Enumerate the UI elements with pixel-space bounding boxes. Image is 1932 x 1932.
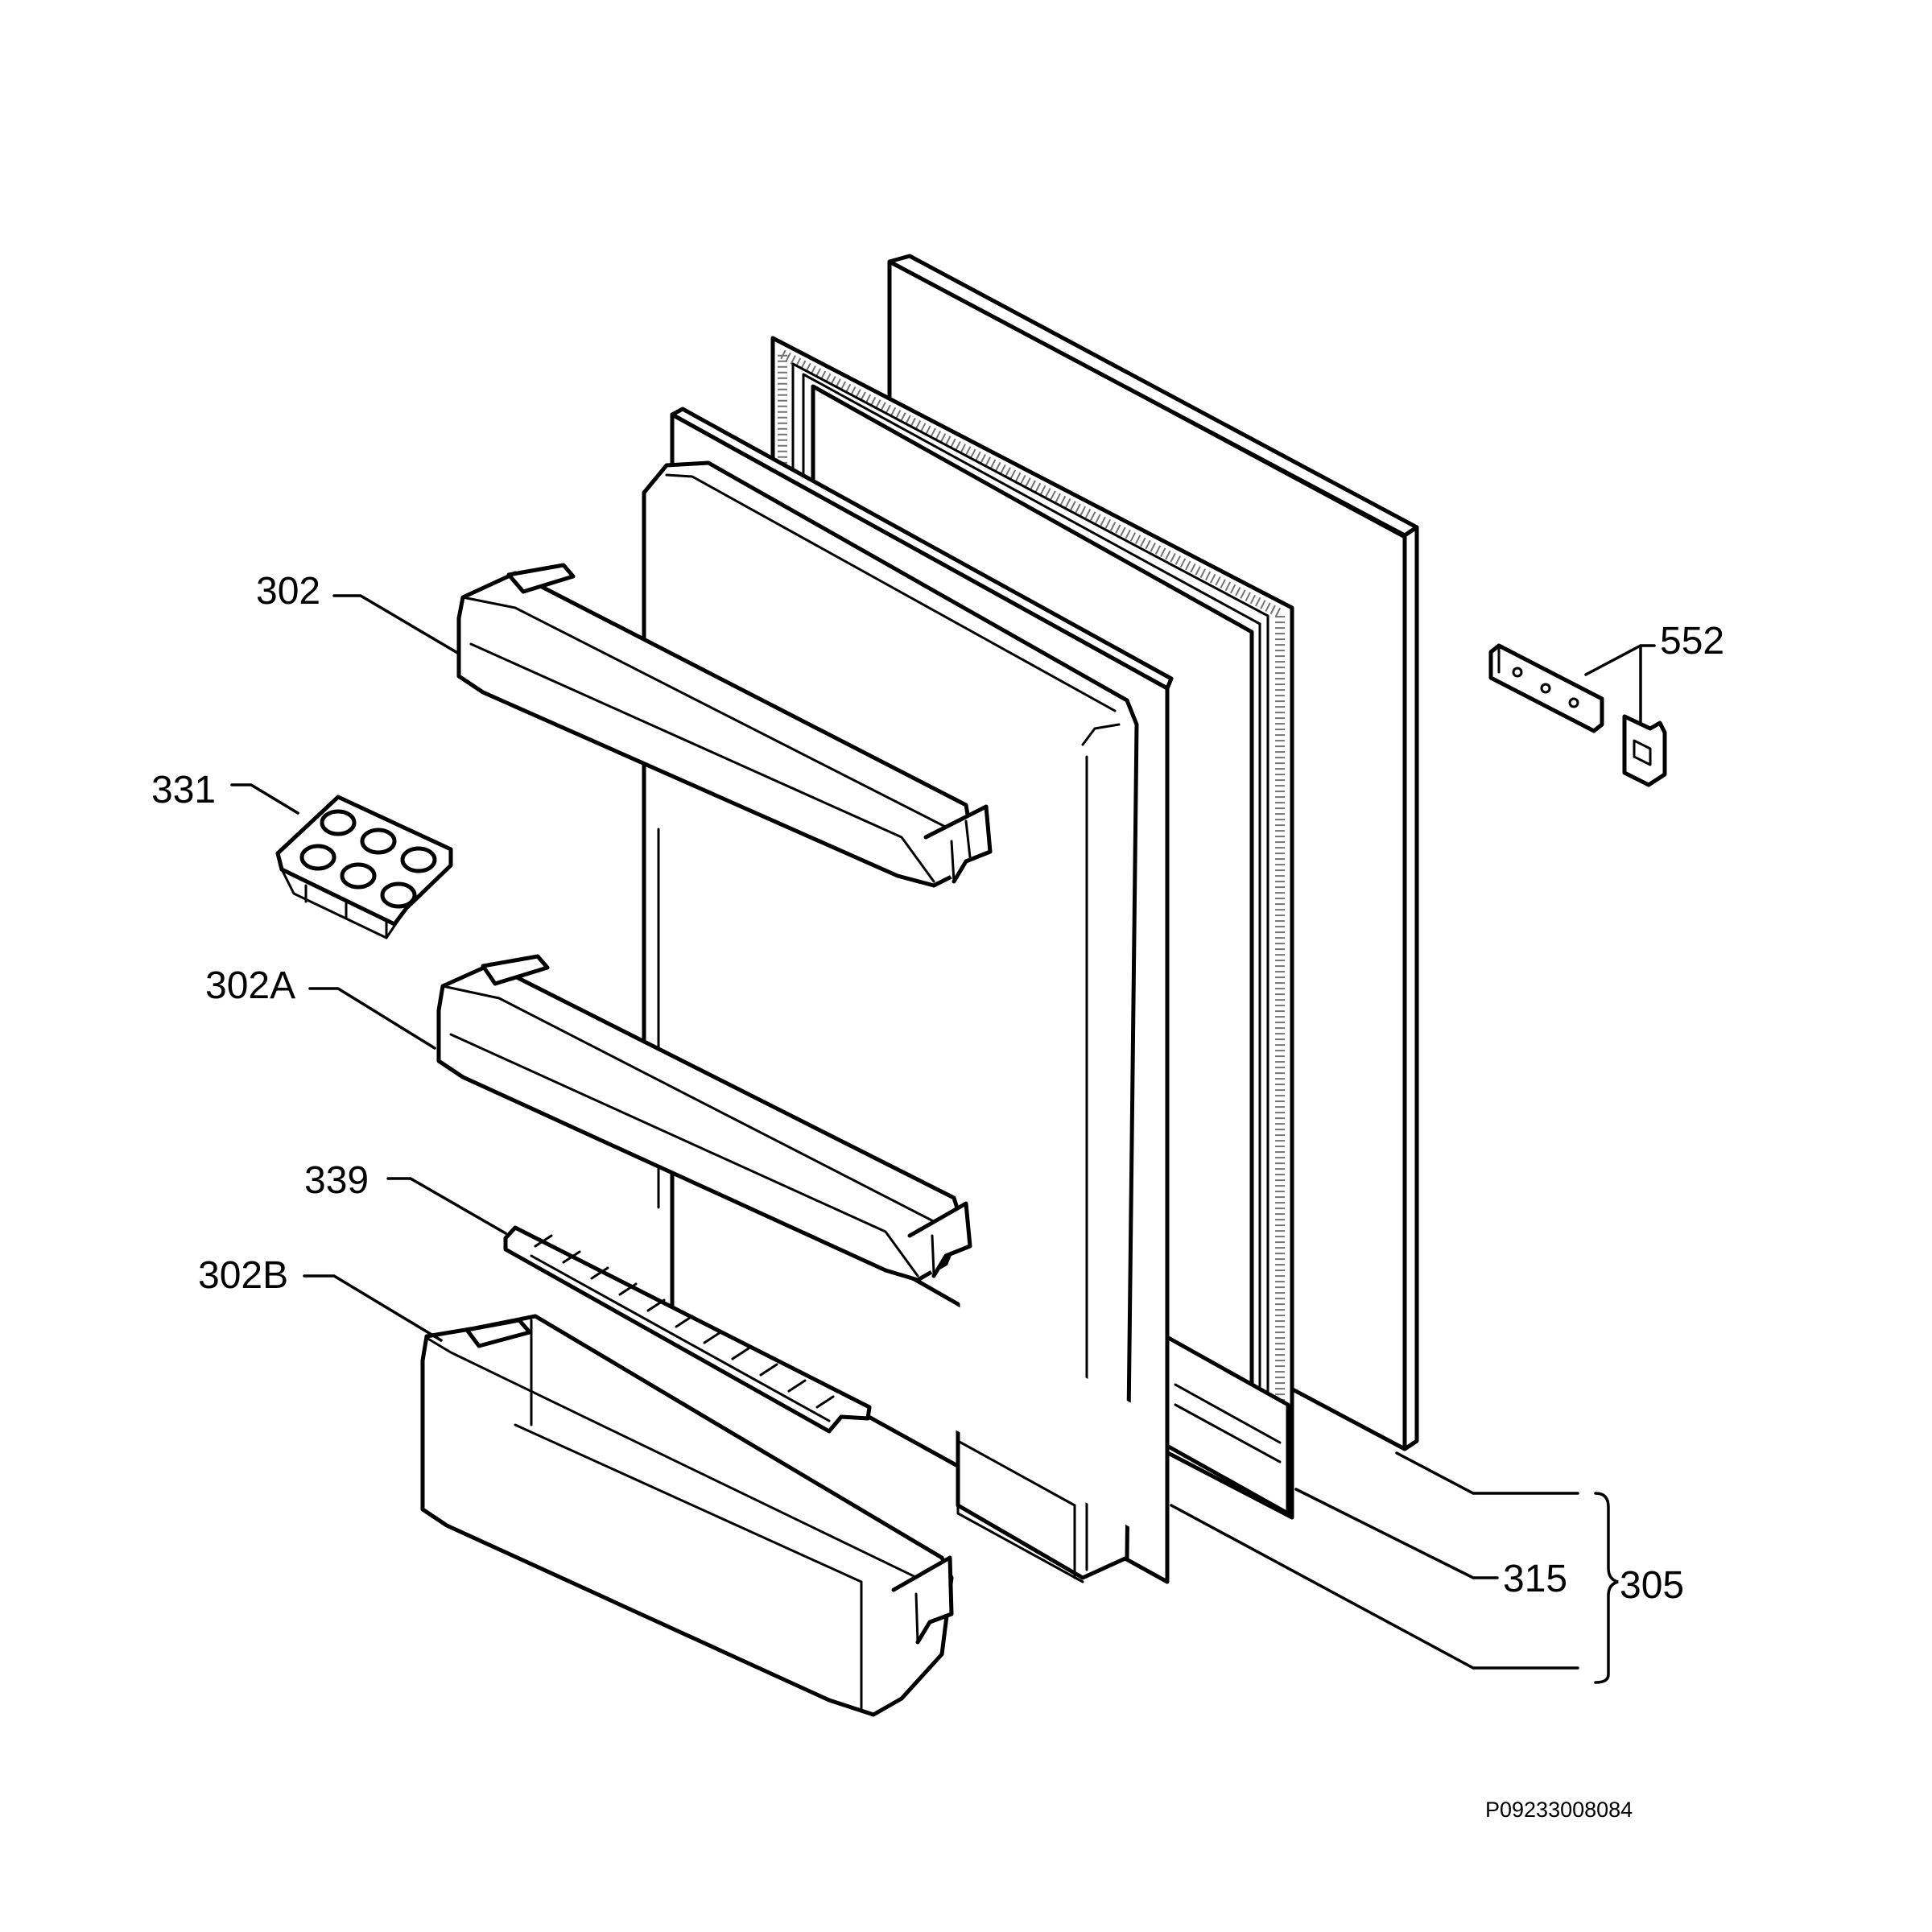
door-shelf-middle — [436, 954, 972, 1282]
assembly-brace — [1594, 1492, 1619, 1684]
diagram-code: P09233008084 — [1485, 1798, 1633, 1822]
label-339: 339 — [304, 1159, 369, 1202]
hinge-bracket — [1488, 643, 1667, 787]
label-302b: 302B — [198, 1254, 288, 1297]
label-305: 305 — [1620, 1564, 1684, 1607]
label-552: 552 — [1660, 620, 1724, 663]
egg-tray — [275, 795, 453, 939]
label-315: 315 — [1503, 1558, 1567, 1600]
label-331: 331 — [151, 769, 216, 811]
leader-lines — [230, 594, 1656, 1670]
label-302a: 302A — [205, 964, 295, 1007]
bottle-retainer — [503, 1225, 872, 1434]
label-302: 302 — [256, 570, 320, 613]
door-shelf-bottom — [420, 1314, 954, 1717]
door-shelf-top — [456, 563, 993, 888]
